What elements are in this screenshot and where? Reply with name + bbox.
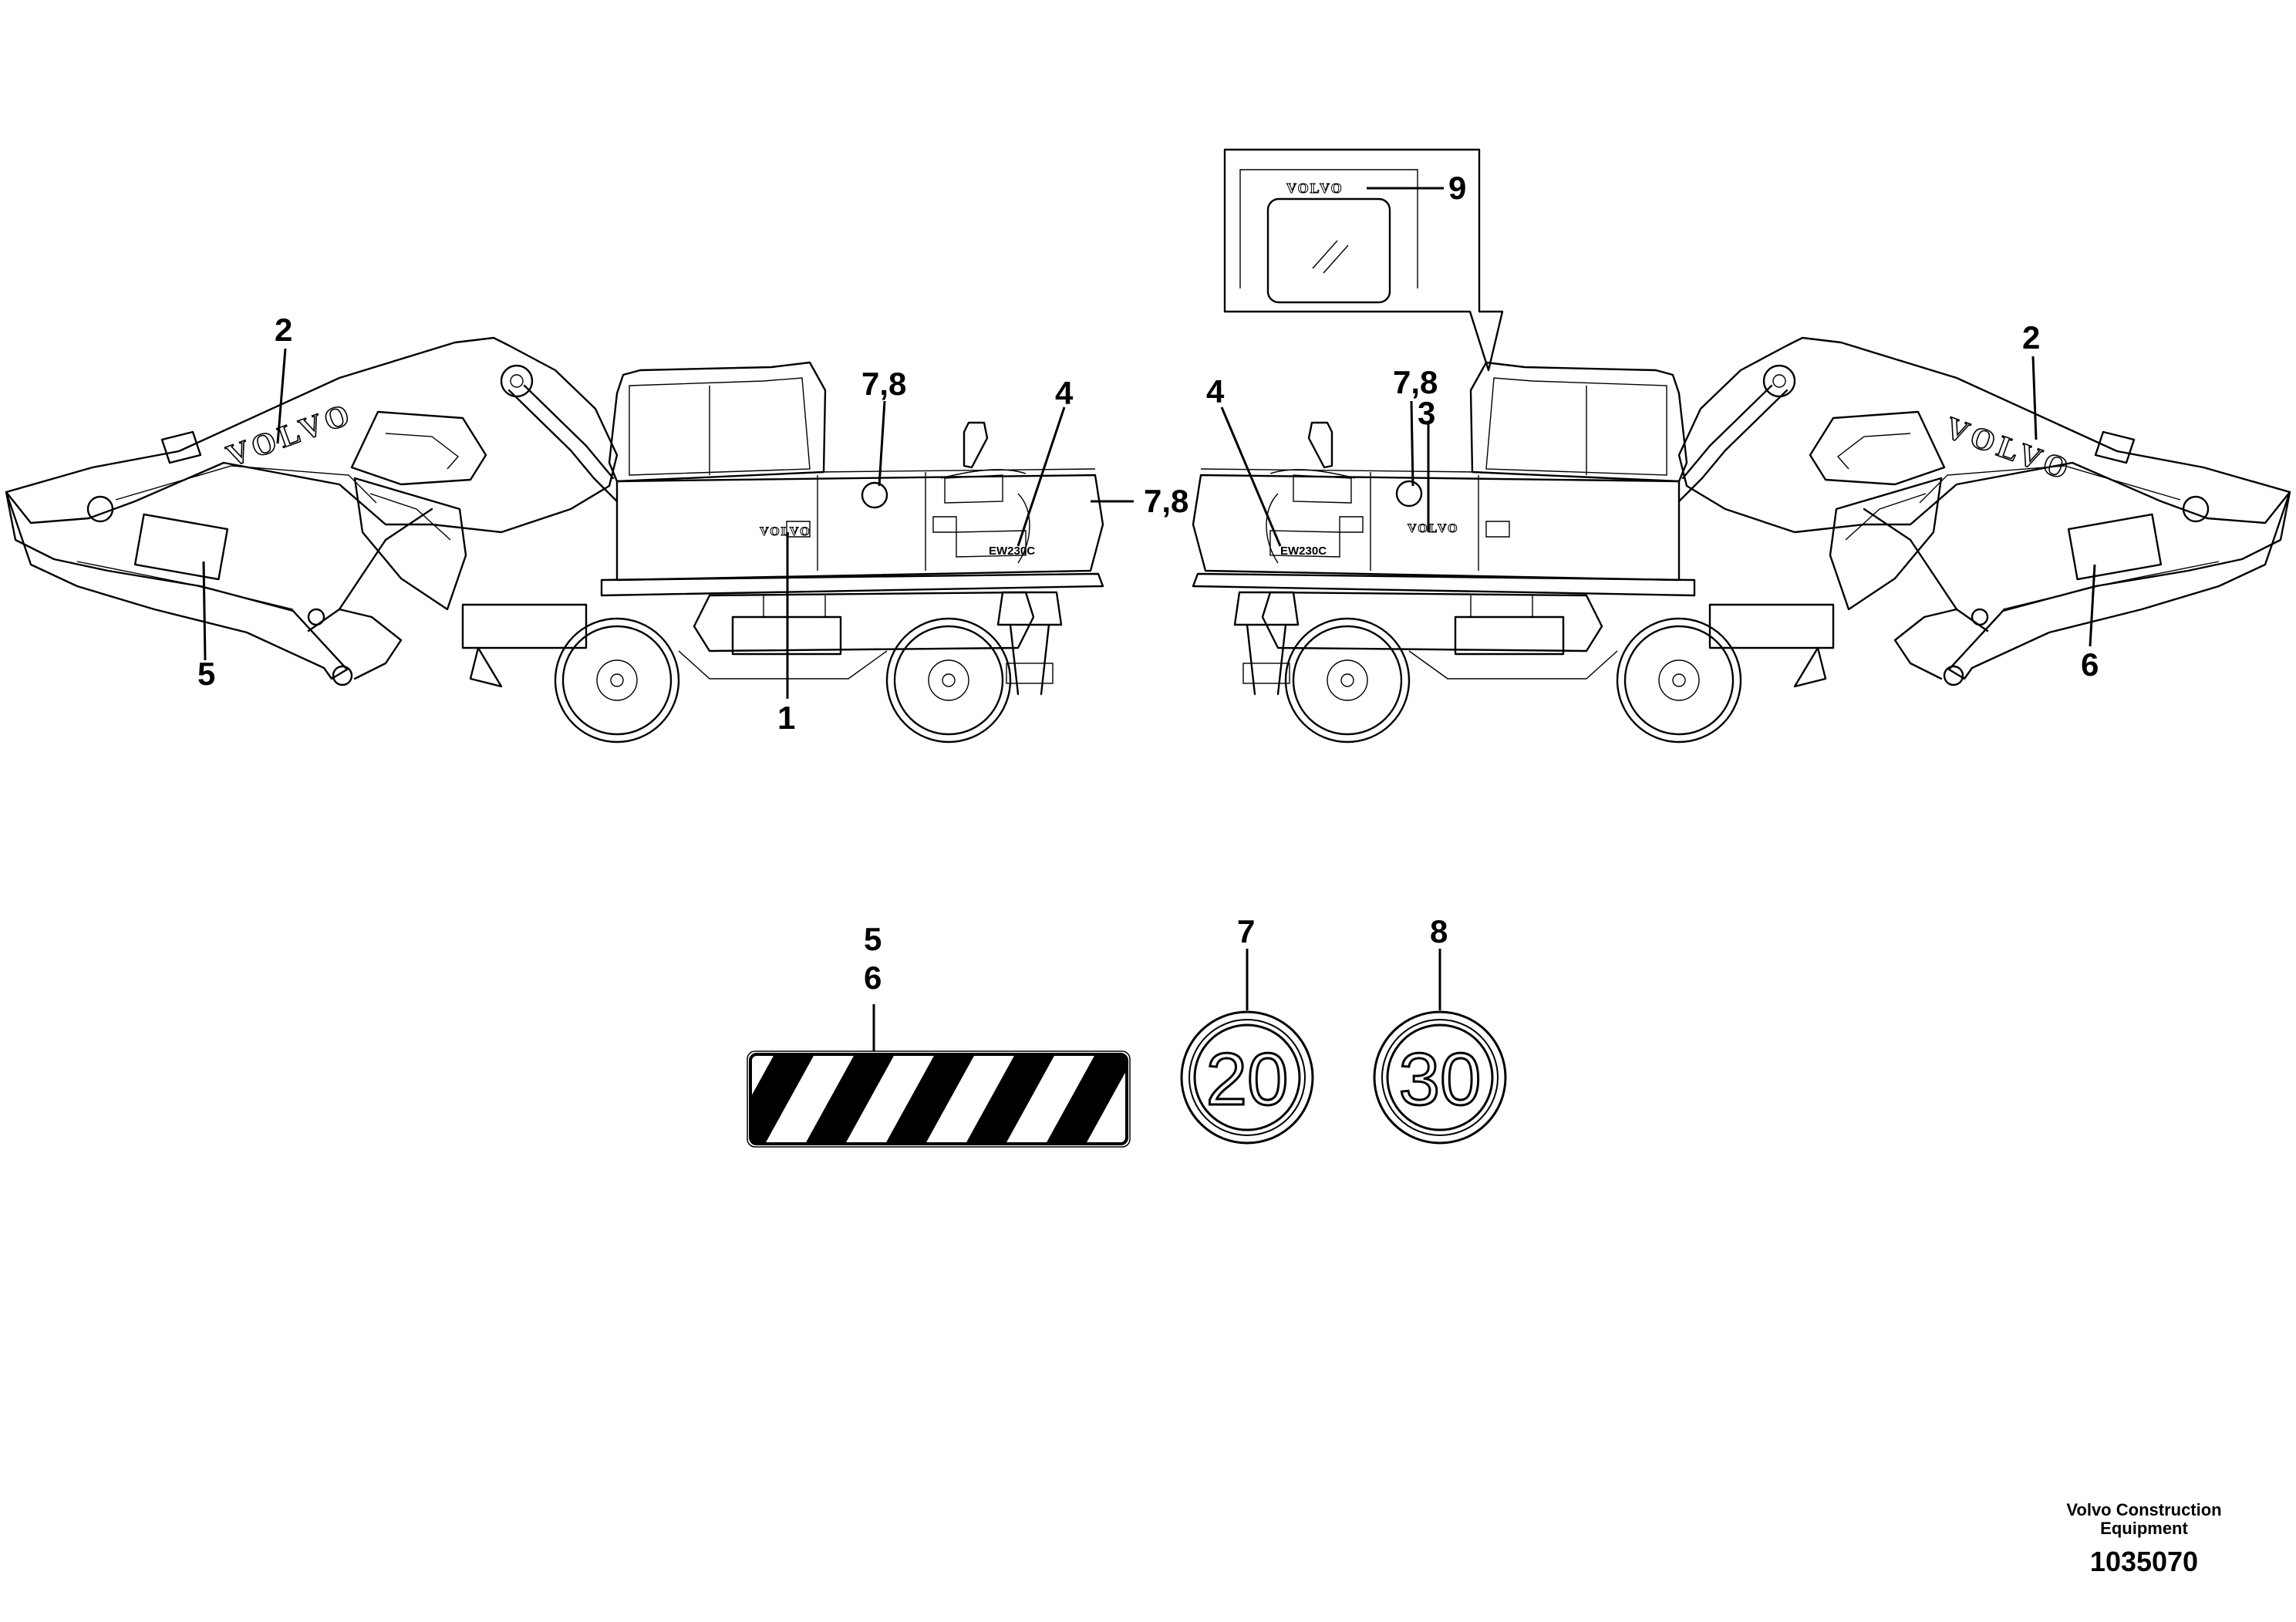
right-leader-2	[2031, 356, 2038, 440]
footer-company-line2: Equipment	[2100, 1519, 2188, 1538]
right-excavator-view: VOLVO VOLVO EW230C VOLVO 9 2 6 7,8 3 4	[1192, 148, 2291, 744]
right-speed-sign-position	[1395, 480, 1423, 508]
right-leader-4	[1220, 406, 1282, 547]
right-callout-6: 6	[2081, 646, 2099, 683]
speed-sign-20-value: 20	[1206, 1038, 1289, 1121]
right-leader-78-top	[1410, 400, 1414, 487]
right-callout-9: 9	[1448, 170, 1466, 206]
left-speed-sign-position	[861, 481, 888, 509]
right-callout-78-top: 7,8	[1393, 364, 1438, 400]
left-leader-5	[202, 561, 207, 661]
warning-stripe-decal: 5 6	[747, 921, 1131, 1148]
left-callout-4: 4	[1055, 375, 1074, 411]
footer-company: Volvo Construction Equipment	[2021, 1501, 2267, 1538]
left-callout-5: 5	[197, 656, 215, 692]
left-boom-volvo-logo: VOLVO	[222, 396, 358, 474]
right-callout-2: 2	[2022, 319, 2040, 356]
speed-sign-30: 30 8	[1373, 913, 1507, 1145]
right-boom-volvo-logo: VOLVO	[1941, 410, 2077, 487]
decal-callout-6: 6	[864, 959, 882, 996]
left-callout-78-rear: 7,8	[1144, 483, 1188, 519]
left-excavator-outline	[5, 336, 1104, 744]
right-callout-3: 3	[1418, 395, 1435, 431]
left-callout-78-top: 7,8	[861, 366, 906, 402]
decal-callout-5: 5	[864, 921, 882, 957]
right-excavator-outline	[1192, 336, 2291, 744]
left-leader-2	[276, 348, 287, 444]
right-callout-4: 4	[1206, 373, 1225, 410]
speed-sign-20: 20 7	[1180, 913, 1314, 1145]
right-hood-volvo-logo: VOLVO	[1408, 522, 1459, 535]
decal-callout-7: 7	[1237, 913, 1255, 949]
windshield-inset: VOLVO 9	[1223, 148, 1504, 372]
left-leader-78-top	[878, 400, 886, 487]
windshield-glass	[1266, 197, 1391, 304]
footer-company-line1: Volvo Construction	[2066, 1500, 2222, 1519]
right-leader-6	[2089, 564, 2096, 647]
footer-drawing-number: 1035070	[2089, 1546, 2199, 1577]
windshield-volvo-logo: VOLVO	[1286, 180, 1344, 196]
decal-callout-8: 8	[1430, 913, 1448, 949]
right-model-badge: EW230C	[1280, 545, 1327, 558]
left-callout-2: 2	[275, 312, 292, 348]
left-arm-stripe-position	[133, 513, 229, 581]
right-arm-stripe-position	[2067, 513, 2163, 581]
left-excavator-view: VOLVO VOLVO EW230C 2 5 1 7,8 4 7,8	[5, 312, 1188, 744]
left-hood-volvo-logo: VOLVO	[760, 525, 811, 538]
left-callout-1: 1	[777, 700, 795, 736]
left-model-badge: EW230C	[989, 545, 1035, 558]
speed-sign-30-value: 30	[1399, 1038, 1482, 1121]
left-leader-4	[1017, 406, 1066, 547]
